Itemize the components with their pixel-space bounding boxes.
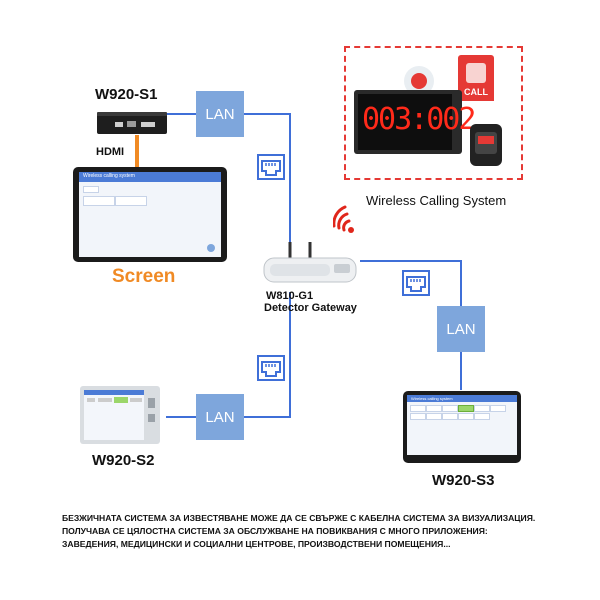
hdmi-label: HDMI <box>96 146 125 158</box>
led-digits: 003:002 <box>362 102 476 137</box>
pager-watch-device <box>470 124 502 166</box>
lan-box-bottom: LAN <box>196 394 244 440</box>
wireless-system-frame <box>344 46 523 180</box>
cable-gateway-lan-bottom <box>244 292 291 418</box>
w920-s1-device <box>97 108 167 134</box>
w920-s1-label: W920-S1 <box>95 86 158 103</box>
screen-label: Screen <box>112 266 176 287</box>
description-caption: БЕЗЖИЧНАТА СИСТЕМА ЗА ИЗВЕСТЯВАНЕ МОЖЕ Д… <box>62 512 562 551</box>
gateway-label-line2: Detector Gateway <box>264 302 357 314</box>
call-text: CALL <box>464 87 488 97</box>
w920-s3-monitor: Wireless calling system <box>403 391 521 463</box>
screen-monitor: Wireless calling system <box>73 167 227 262</box>
caption-line-3: ЗАВЕДЕНИЯ, МЕДИЦИНСКИ И СОЦИАЛНИ ЦЕНТРОВ… <box>62 539 451 549</box>
caption-line-1: БЕЗЖИЧНАТА СИСТЕМА ЗА ИЗВЕСТЯВАНЕ МОЖЕ Д… <box>62 513 536 523</box>
ethernet-port-icon <box>257 154 285 180</box>
wifi-signal-icon <box>333 205 354 233</box>
call-panel-device: CALL <box>458 55 494 109</box>
cable-lan-gateway-top <box>244 113 291 256</box>
w920-s2-device <box>80 386 160 444</box>
w810-g1-gateway-device <box>258 240 362 286</box>
caption-line-2: ПОЛУЧАВА СЕ ЦЯЛОСТНА СИСТЕМА ЗА ОБСЛУЖВА… <box>62 526 488 536</box>
lan-box-right: LAN <box>437 306 485 352</box>
gateway-label-line1: W810-G1 <box>266 290 314 302</box>
wireless-system-label: Wireless Calling System <box>366 193 507 208</box>
w920-s3-label: W920-S3 <box>432 472 495 489</box>
w920-s2-label: W920-S2 <box>92 452 155 469</box>
ethernet-port-icon <box>257 355 285 381</box>
ethernet-port-icon <box>402 270 430 296</box>
lan-box-top: LAN <box>196 91 244 137</box>
cable-gateway-lan-right <box>360 260 462 306</box>
led-display-device: 003:002 <box>354 90 476 154</box>
